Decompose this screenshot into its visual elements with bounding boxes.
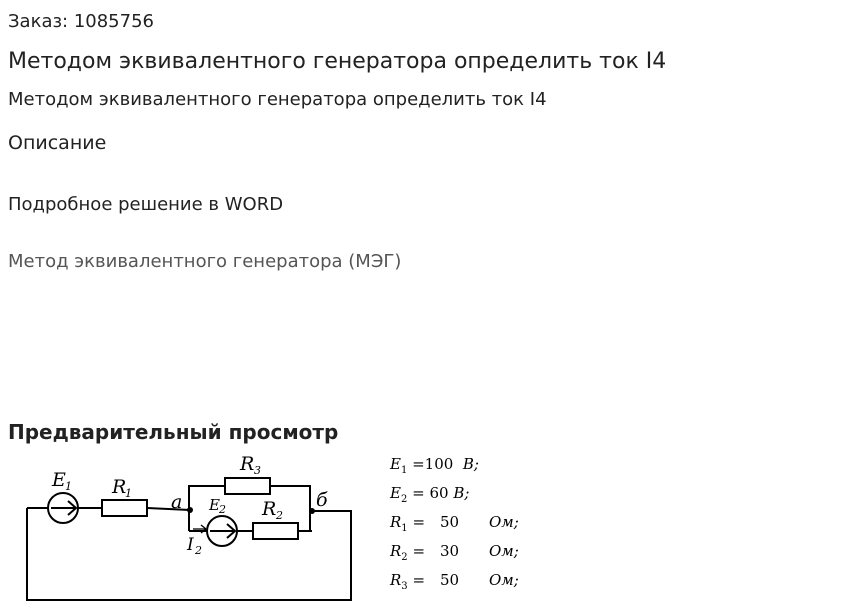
order-number: Заказ: 1085756 — [8, 11, 154, 32]
parameters-list: E1 =100 В; E2 = 60 В; R1 = 50 Ом; R2 = 3… — [390, 452, 519, 597]
param-r1: R1 = 50 Ом; — [390, 513, 519, 534]
label-node-a: a — [171, 491, 182, 513]
param-r3: R3 = 50 Ом; — [390, 571, 519, 592]
label-r1: R — [111, 476, 126, 498]
label-i2: I — [186, 535, 194, 555]
svg-text:3: 3 — [254, 464, 261, 477]
resistor-r1 — [101, 499, 148, 517]
resistor-r3 — [224, 477, 271, 495]
node-b-dot — [309, 508, 315, 514]
circuit-diagram: E 1 R 1 R 3 R 2 a б E 2 I 2 — [26, 455, 352, 601]
label-e1: E — [51, 469, 66, 491]
node-a-dot — [187, 507, 193, 513]
source-e2 — [206, 515, 238, 547]
circuit-wire — [270, 485, 311, 531]
description-heading: Описание — [8, 132, 107, 154]
label-node-b: б — [316, 489, 328, 511]
svg-text:2: 2 — [218, 503, 226, 516]
param-e2: E2 = 60 В; — [390, 484, 470, 505]
label-e2: E — [208, 496, 220, 514]
page-title: Методом эквивалентного генератора опреде… — [8, 49, 667, 74]
circuit-wire — [146, 507, 191, 511]
preview-heading: Предварительный просмотр — [8, 420, 339, 444]
resistor-r2 — [252, 522, 299, 540]
task-statement: Методом эквивалентного генератора опреде… — [8, 89, 547, 110]
solution-note: Подробное решение в WORD — [8, 194, 284, 215]
svg-text:1: 1 — [65, 480, 72, 493]
method-link[interactable]: Метод эквивалентного генератора (МЭГ) — [8, 251, 402, 272]
param-r2: R2 = 30 Ом; — [390, 542, 519, 563]
circuit-wire-outer — [26, 508, 352, 601]
param-e1: E1 =100 В; — [390, 455, 479, 476]
circuit-wire — [188, 485, 225, 531]
svg-text:1: 1 — [125, 487, 132, 500]
label-r3: R — [239, 455, 254, 475]
source-e1 — [47, 492, 79, 524]
svg-text:2: 2 — [275, 509, 283, 522]
label-r2: R — [261, 498, 276, 520]
svg-text:2: 2 — [194, 544, 202, 557]
